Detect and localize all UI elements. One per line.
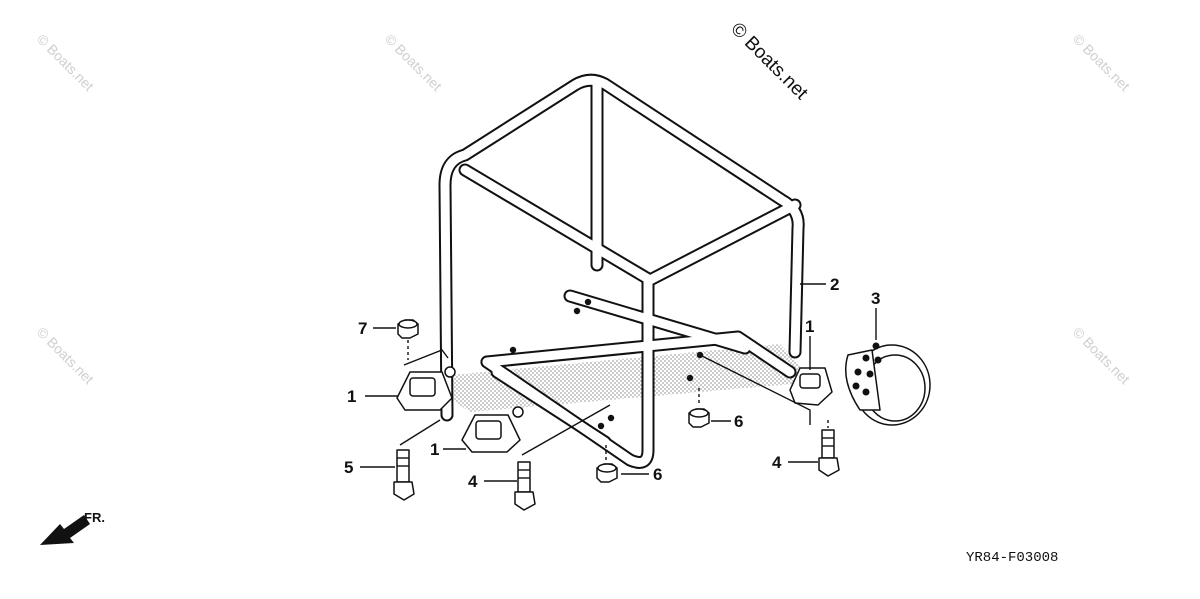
mounting-rubber-front	[461, 406, 524, 453]
watermark-text: © Boats.net	[1070, 31, 1133, 94]
callout-3: 3	[871, 289, 880, 308]
callout-5: 5	[344, 458, 353, 477]
flange-nut-front	[596, 463, 618, 483]
watermark-text: © Boats.net	[34, 324, 97, 387]
callout-4: 4	[468, 472, 478, 491]
front-direction-arrow-icon: FR.	[40, 510, 105, 545]
flange-nut-right	[688, 408, 710, 428]
leader-lines	[360, 283, 877, 482]
ground-shadow	[420, 344, 815, 412]
watermark-text: © Boats.net	[382, 31, 445, 94]
assembly-lines	[399, 340, 829, 462]
watermark-text: © Boats.net	[34, 31, 97, 94]
bolt-front	[514, 461, 536, 511]
callout-7: 7	[358, 319, 367, 338]
callout-2: 2	[830, 275, 839, 294]
callout-1: 1	[430, 440, 439, 459]
strainer	[845, 342, 931, 426]
callout-6: 6	[653, 465, 662, 484]
direction-label: FR.	[84, 510, 105, 525]
flange-nut-top	[397, 319, 419, 339]
diagram-code: YR84-F03008	[966, 550, 1058, 566]
callout-1: 1	[805, 317, 814, 336]
bolt-left	[393, 449, 415, 501]
callout-4: 4	[772, 453, 782, 472]
callout-6: 6	[734, 412, 743, 431]
pump-frame	[438, 73, 805, 469]
watermark-text: © Boats.net	[1070, 324, 1133, 387]
callout-1: 1	[347, 387, 356, 406]
bolt-right	[818, 429, 840, 477]
copyright-text: © Boats.net	[726, 19, 812, 105]
mounting-rubber-left	[396, 366, 456, 411]
callout-labels: 7 1 1 5 4 6 2 3 1 6 4	[344, 275, 880, 491]
mounting-rubber-right	[789, 367, 833, 406]
